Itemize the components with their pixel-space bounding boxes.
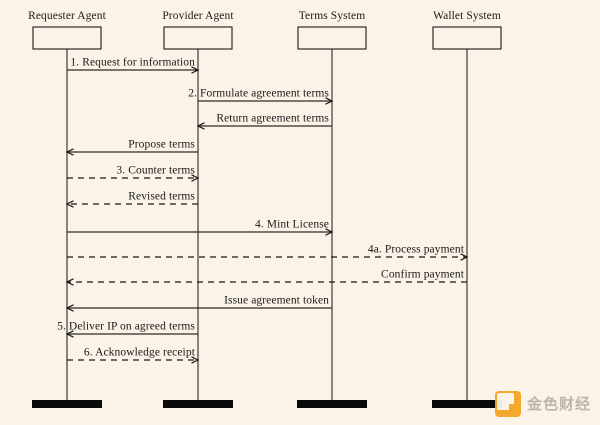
message-arrowhead-4 [65,148,74,156]
message-label-10: Issue agreement token [224,295,329,307]
jinse-logo-icon [494,391,521,417]
actor-foot-wallet [432,400,502,408]
message-5[interactable]: 3. Counter terms [67,165,200,182]
message-10[interactable]: Issue agreement token [65,295,332,312]
message-arrowhead-6 [65,200,74,208]
actor-label-provider: Provider Agent [162,10,234,22]
message-1[interactable]: 1. Request for information [67,57,200,74]
actor-label-requester: Requester Agent [28,10,107,22]
message-arrowhead-9 [65,278,74,286]
actor-label-terms: Terms System [299,10,366,22]
message-label-7: 4. Mint License [255,219,329,231]
message-arrowhead-2 [325,97,334,105]
message-arrowhead-1 [191,66,200,74]
message-4[interactable]: Propose terms [65,139,198,156]
message-8[interactable]: 4a. Process payment [67,244,469,261]
actor-requester: Requester Agent [28,10,107,408]
message-label-5: 3. Counter terms [116,165,195,177]
watermark-text: 金色财经 [526,394,591,413]
message-label-6: Revised terms [128,191,195,203]
actor-box-requester[interactable] [32,26,102,50]
actor-box-provider[interactable] [163,26,233,50]
actor-provider: Provider Agent [162,10,234,408]
actor-box-terms[interactable] [297,26,367,50]
message-7[interactable]: 4. Mint License [67,219,334,236]
actor-foot-terms [297,400,367,408]
message-label-11: 5. Deliver IP on agreed terms [57,321,195,333]
actor-box-wallet[interactable] [432,26,502,50]
message-arrowhead-5 [191,174,200,182]
message-9[interactable]: Confirm payment [65,269,467,286]
message-label-2: 2. Formulate agreement terms [188,88,329,100]
message-arrowhead-8 [460,253,469,261]
message-6[interactable]: Revised terms [65,191,198,208]
message-label-9: Confirm payment [381,269,465,281]
message-layer: 1. Request for information 2. Formulate a… [57,57,469,364]
actor-layer: Requester Agent Provider Agent Terms Syste… [28,10,502,408]
actor-label-wallet: Wallet System [433,10,501,22]
actor-foot-requester [32,400,102,408]
message-arrowhead-12 [191,356,200,364]
actor-terms: Terms System [297,10,367,408]
message-label-3: Return agreement terms [216,113,329,125]
message-label-1: 1. Request for information [70,57,195,69]
watermark: 金色财经 [494,391,591,417]
actor-wallet: Wallet System [432,10,502,408]
message-label-8: 4a. Process payment [368,244,465,256]
actor-foot-provider [163,400,233,408]
message-arrowhead-3 [196,122,205,130]
message-12[interactable]: 6. Acknowledge receipt [67,347,200,364]
message-arrowhead-10 [65,304,74,312]
message-arrowhead-7 [325,228,334,236]
message-11[interactable]: 5. Deliver IP on agreed terms [57,321,198,338]
message-arrowhead-11 [65,330,74,338]
message-3[interactable]: Return agreement terms [196,113,332,130]
message-label-12: 6. Acknowledge receipt [84,347,196,359]
message-label-4: Propose terms [128,139,195,151]
message-2[interactable]: 2. Formulate agreement terms [188,88,334,105]
